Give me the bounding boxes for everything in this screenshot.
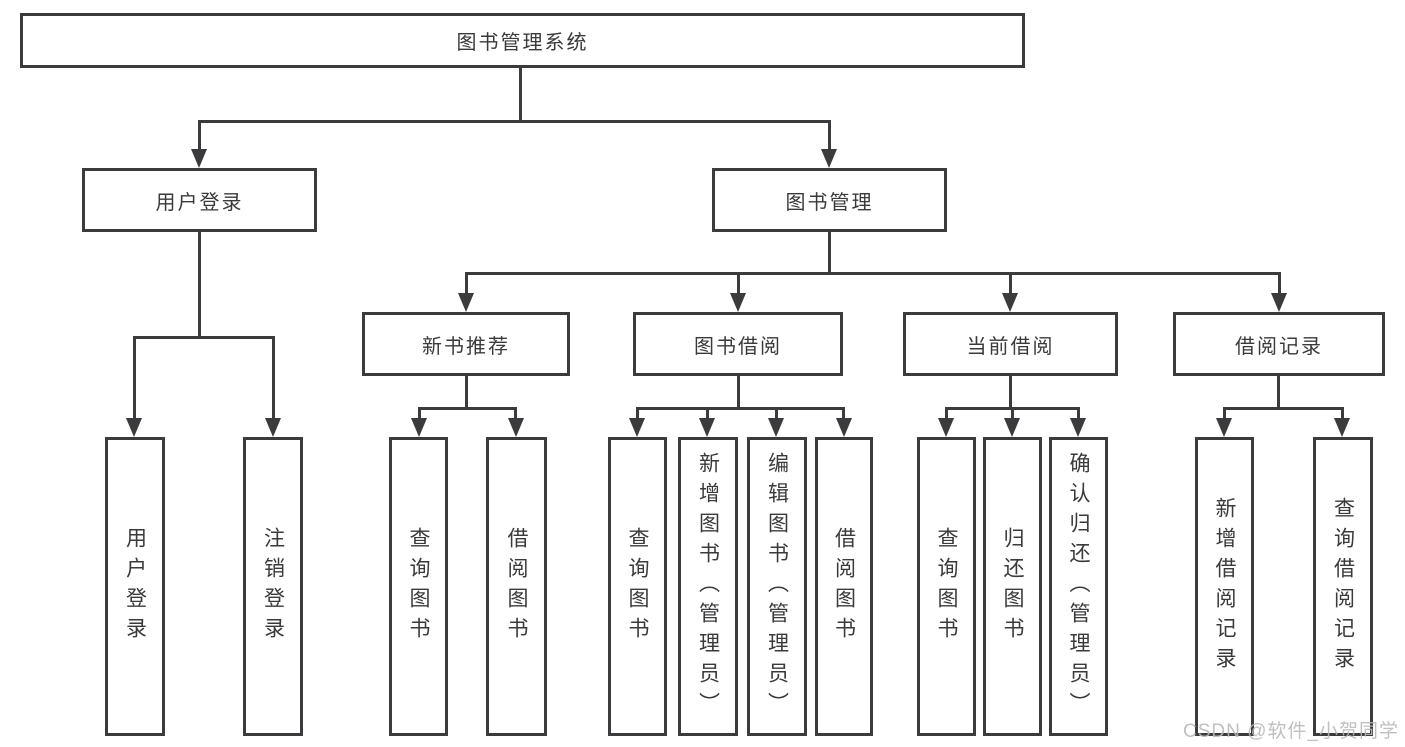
node-label: 新增借阅记录 [1213, 496, 1236, 677]
connector-drop-book-borrow [737, 272, 740, 297]
node-label: 借阅图书 [505, 526, 528, 647]
arrow-to-leaf-user-login [126, 418, 142, 437]
connector-current-stem [1009, 376, 1012, 410]
arrow-to-recommend-query [411, 418, 427, 437]
connector-user-login-rail [133, 336, 275, 339]
connector-drop-current-borrow [1009, 272, 1012, 297]
arrow-to-current-confirm [1070, 418, 1086, 437]
connector-drop-current-confirm [1077, 407, 1080, 421]
leaf-records-add-record: 新增借阅记录 [1195, 437, 1254, 736]
arrow-to-borrow-edit [768, 418, 784, 437]
leaf-borrow-borrow-books: 借阅图书 [815, 437, 873, 736]
connector-drop-new-book-recommend [465, 272, 468, 297]
node-library-management-system: 图书管理系统 [20, 13, 1025, 68]
connector-drop-records-query [1341, 407, 1344, 421]
leaf-current-query-books: 查询图书 [917, 437, 976, 736]
connector-user-login-stem [198, 232, 201, 339]
node-borrow-records: 借阅记录 [1173, 312, 1385, 376]
node-new-book-recommend: 新书推荐 [362, 312, 570, 376]
leaf-logout: 注销登录 [243, 437, 303, 736]
arrow-to-borrow-borrow [836, 418, 852, 437]
node-label: 借阅图书 [832, 526, 856, 647]
node-current-borrow: 当前借阅 [903, 312, 1118, 376]
connector-drop-borrow-records [1278, 272, 1281, 297]
csdn-watermark: CSDN @软件_小贺同学 [1183, 721, 1399, 742]
arrow-to-records-query [1334, 418, 1350, 437]
arrow-to-current-borrow [1002, 293, 1018, 312]
node-label: 用户登录 [155, 191, 244, 214]
connector-drop-leaf-logout [272, 336, 275, 421]
connector-recommend-stem [465, 376, 468, 410]
arrow-to-borrow-query [629, 418, 645, 437]
connector-book-management-stem [828, 232, 831, 275]
node-label: 当前借阅 [966, 335, 1055, 358]
leaf-current-confirm-return-admin: 确认归还（管理员） [1049, 437, 1108, 736]
connector-drop-recommend-query [418, 407, 421, 421]
arrow-to-book-borrow [730, 293, 746, 312]
leaf-current-return-books: 归还图书 [983, 437, 1042, 736]
arrow-to-recommend-borrow [508, 418, 524, 437]
node-label: 借阅记录 [1235, 335, 1323, 358]
connector-borrow-stem [737, 376, 740, 410]
node-label: 查询图书 [407, 526, 430, 647]
node-label: 查询借阅记录 [1331, 496, 1355, 677]
node-book-management: 图书管理 [712, 168, 947, 232]
arrow-to-book-management [821, 149, 837, 168]
connector-drop-borrow-edit [775, 407, 778, 421]
leaf-borrow-query-books: 查询图书 [608, 437, 667, 736]
connector-drop-current-return [1011, 407, 1014, 421]
connector-drop-current-query [945, 407, 948, 421]
arrow-to-current-return [1004, 418, 1020, 437]
connector-drop-borrow-borrow [842, 407, 845, 421]
node-label: 新书推荐 [422, 335, 510, 358]
arrow-to-new-book-recommend [458, 293, 474, 312]
leaf-recommend-query-books: 查询图书 [389, 437, 448, 736]
connector-recommend-rail [418, 407, 517, 410]
connector-records-rail [1223, 407, 1344, 410]
node-label: 注销登录 [261, 526, 285, 647]
node-book-borrow: 图书借阅 [633, 312, 843, 376]
leaf-recommend-borrow-books: 借阅图书 [486, 437, 547, 736]
connector-records-stem [1277, 376, 1280, 410]
connector-drop-borrow-query [636, 407, 639, 421]
arrow-to-borrow-records [1271, 293, 1287, 312]
arrow-to-leaf-logout [265, 418, 281, 437]
arrow-to-records-add [1216, 418, 1232, 437]
connector-borrow-rail [636, 407, 845, 410]
node-label: 图书管理系统 [456, 32, 589, 54]
leaf-borrow-edit-books-admin: 编辑图书（管理员） [747, 437, 807, 736]
arrow-to-borrow-add [699, 418, 715, 437]
leaf-user-login: 用户登录 [105, 437, 165, 736]
connector-level1-rail [198, 120, 831, 123]
node-label: 查询图书 [935, 526, 958, 647]
connector-drop-recommend-borrow [514, 407, 517, 421]
node-label: 查询图书 [626, 526, 649, 647]
connector-book-management-rail [465, 272, 1281, 275]
arrow-to-current-query [938, 418, 954, 437]
node-label: 编辑图书（管理员） [765, 451, 789, 722]
node-label: 确认归还（管理员） [1067, 451, 1090, 722]
connector-drop-user-login [198, 120, 201, 152]
leaf-records-query-record: 查询借阅记录 [1313, 437, 1373, 736]
connector-drop-borrow-add [706, 407, 709, 421]
arrow-to-user-login [191, 149, 207, 168]
node-label: 图书借阅 [694, 335, 782, 358]
node-user-login: 用户登录 [82, 168, 317, 232]
connector-root-stem [519, 68, 522, 123]
node-label: 用户登录 [123, 526, 147, 647]
node-label: 图书管理 [785, 191, 874, 214]
connector-drop-book-management [828, 120, 831, 152]
connector-drop-records-add [1223, 407, 1226, 421]
node-label: 归还图书 [1001, 526, 1024, 647]
node-label: 新增图书（管理员） [696, 451, 720, 722]
leaf-borrow-add-books-admin: 新增图书（管理员） [678, 437, 738, 736]
connector-drop-leaf-user-login [133, 336, 136, 421]
